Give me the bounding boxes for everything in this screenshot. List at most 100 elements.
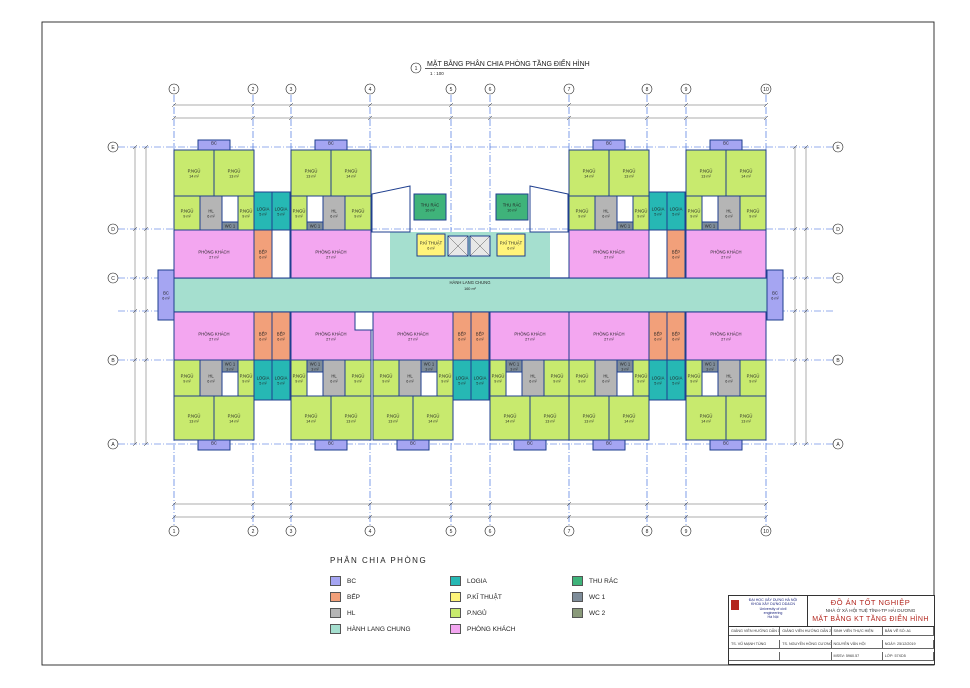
bedroom-13-area: 13 m² <box>701 175 711 179</box>
wc-1-area: 3 m² <box>706 368 714 372</box>
balcony-label: BC <box>410 441 416 446</box>
elevator-shaft <box>447 235 469 257</box>
hallway-area: 6 m² <box>602 380 610 384</box>
bedroom-9b-area: 9 m² <box>295 215 303 219</box>
bedroom-9-area: 9 m² <box>749 380 757 384</box>
legend-swatch <box>330 592 341 602</box>
balcony-label: BC <box>211 141 217 146</box>
logia-area: 5 m² <box>476 382 484 386</box>
grid-row-label: D <box>111 227 115 233</box>
living-room-area: 27 m² <box>408 338 418 342</box>
wc-1-area: 3 m² <box>425 368 433 372</box>
bedroom-14-area: 14 m² <box>229 420 239 424</box>
legend-label: WC 1 <box>589 593 606 601</box>
bedroom-9-label: P.NGỦ <box>380 374 393 379</box>
bedroom-9b-area: 9 m² <box>242 380 250 384</box>
bedroom-9-area: 9 m² <box>578 380 586 384</box>
grid-row-bubble <box>107 223 119 235</box>
kitchen-label: BẾP <box>672 332 681 337</box>
kitchen-label: BẾP <box>458 332 467 337</box>
legend-item: BC <box>330 576 356 586</box>
bedroom-13-label: P.NGỦ <box>700 169 713 174</box>
balcony-label: BC <box>328 141 334 146</box>
logia-label: LOGIA <box>652 207 665 212</box>
hallway-area: 6 m² <box>207 380 215 384</box>
legend-item: HÀNH LANG CHUNG <box>330 624 411 634</box>
project-title: ĐỒ ÁN TỐT NGHIỆP <box>830 598 911 607</box>
bedroom-9-area: 9 m² <box>354 215 362 219</box>
legend-swatch <box>450 624 461 634</box>
legend-swatch <box>572 608 583 618</box>
living-room-area: 27 m² <box>326 338 336 342</box>
grid-column-label: 10 <box>763 529 769 535</box>
bedroom-9-label: P.NGỦ <box>747 374 760 379</box>
bedroom-14-label: P.NGỦ <box>228 414 241 419</box>
grid-column-label: 2 <box>252 87 255 93</box>
bedroom-14-label: P.NGỦ <box>583 169 596 174</box>
bedroom-14-label: P.NGỦ <box>700 414 713 419</box>
bedroom-9b-label: P.NGỦ <box>635 374 648 379</box>
wc-1-area: 3 m² <box>621 368 629 372</box>
grid-column-label: 8 <box>646 87 649 93</box>
grid-row-bubble <box>107 141 119 153</box>
logia-area: 5 m² <box>654 213 662 217</box>
bedroom-9-label: P.NGỦ <box>181 209 194 214</box>
school-eng-1: University of civil <box>759 606 787 611</box>
legend-swatch <box>330 608 341 618</box>
hallway-label: HL <box>603 374 609 379</box>
end-balcony-right-label: BC <box>772 291 778 296</box>
faculty-name: KHOA XÂY DỰNG DD&CN <box>751 602 795 607</box>
logia-label: LOGIA <box>670 376 683 381</box>
hallway-label: HL <box>331 209 337 214</box>
end-balcony-left: BC6 m² <box>157 269 175 321</box>
technical-room-right-area: 6 m² <box>507 247 515 251</box>
hallway-label: HL <box>726 374 732 379</box>
grid-row-bubble <box>832 438 844 450</box>
living-room-label: PHÒNG KHÁCH <box>198 250 229 255</box>
title-block-row-2: TS. VŨ MẠNH TÙNG TS. NGUYỄN HỒNG CƯƠNG N… <box>729 640 934 649</box>
grid-column-label: 9 <box>685 87 688 93</box>
view-number: 1 <box>415 66 418 72</box>
legend-label: BẾP <box>347 593 361 601</box>
grid-column-bubble <box>641 83 653 95</box>
grid-column-bubble <box>445 83 457 95</box>
logia-area: 5 m² <box>672 213 680 217</box>
kitchen-label: BẾP <box>259 250 268 255</box>
living-room-label: PHÒNG KHÁCH <box>514 332 545 337</box>
grid-column-label: 4 <box>369 87 372 93</box>
wc-1: WC 13 m² <box>505 359 523 373</box>
wc-1: WC 13 m² <box>616 359 634 373</box>
legend-label: PHÒNG KHÁCH <box>467 625 516 633</box>
tb-cell: NGÀY: 25/12/2019 <box>882 640 934 649</box>
wc-1-label: WC 1 <box>310 362 321 367</box>
grid-column-label: 10 <box>763 87 769 93</box>
end-balcony-right-area: 6 m² <box>771 297 779 301</box>
grid-row-label: B <box>111 358 115 364</box>
kitchen-area: 6 m² <box>476 338 484 342</box>
wc-1-label: WC 1 <box>424 362 435 367</box>
hallway-area: 6 m² <box>207 215 215 219</box>
school-eng-3: Hà Nội <box>767 615 779 620</box>
living-room-area: 27 m² <box>209 256 219 260</box>
bedroom-9-label: P.NGỦ <box>576 209 589 214</box>
trash-room-right-label: THU RÁC <box>503 203 522 208</box>
